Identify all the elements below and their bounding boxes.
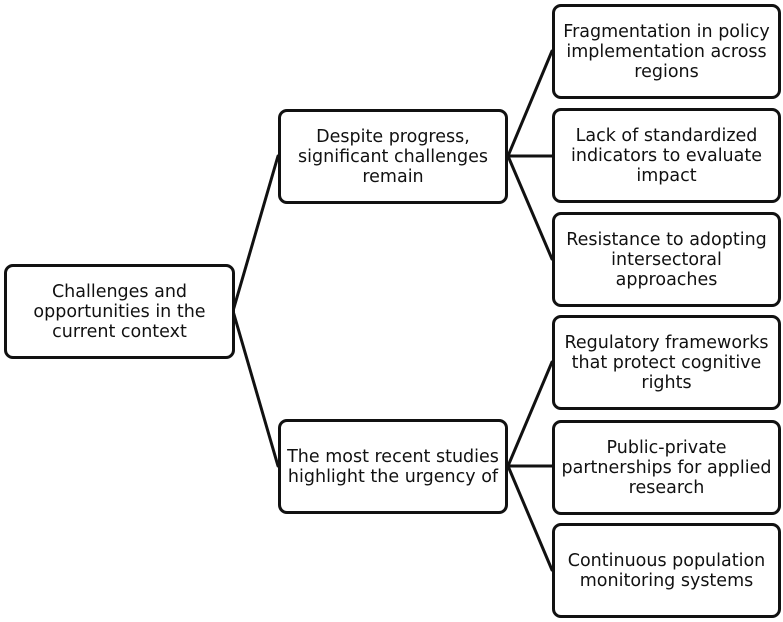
connector-branch1-leaf3 xyxy=(506,154,554,261)
connector-branch2-leaf4 xyxy=(506,360,554,468)
leaf-node-fragmentation: Fragmentation in policy implementation a… xyxy=(552,4,781,99)
branch-node-label: Despite progress, significant challenges… xyxy=(298,126,488,187)
leaf-node-regulatory: Regulatory frameworks that protect cogni… xyxy=(552,315,781,410)
root-node-label: Challenges and opportunities in the curr… xyxy=(33,281,206,342)
branch-node-urgency: The most recent studies highlight the ur… xyxy=(278,419,508,514)
leaf-node-resistance: Resistance to adopting intersectoral app… xyxy=(552,212,781,307)
leaf-node-label: Public-private partnerships for applied … xyxy=(561,437,772,498)
branch-node-challenges: Despite progress, significant challenges… xyxy=(278,109,508,204)
leaf-node-indicators: Lack of standardized indicators to evalu… xyxy=(552,108,781,203)
leaf-node-label: Regulatory frameworks that protect cogni… xyxy=(564,332,769,393)
connector-branch1-leaf1 xyxy=(506,49,554,158)
branch-node-label: The most recent studies highlight the ur… xyxy=(287,446,499,487)
leaf-node-partnerships: Public-private partnerships for applied … xyxy=(552,420,781,515)
leaf-node-monitoring: Continuous population monitoring systems xyxy=(552,523,781,618)
leaf-node-label: Continuous population monitoring systems xyxy=(567,550,766,591)
connector-root-branch1 xyxy=(231,154,280,313)
leaf-node-label: Resistance to adopting intersectoral app… xyxy=(566,229,767,290)
leaf-node-label: Fragmentation in policy implementation a… xyxy=(563,21,770,82)
connector-branch2-leaf6 xyxy=(506,464,554,572)
leaf-node-label: Lack of standardized indicators to evalu… xyxy=(571,125,762,186)
root-node: Challenges and opportunities in the curr… xyxy=(4,264,235,359)
connector-root-branch2 xyxy=(231,309,280,468)
